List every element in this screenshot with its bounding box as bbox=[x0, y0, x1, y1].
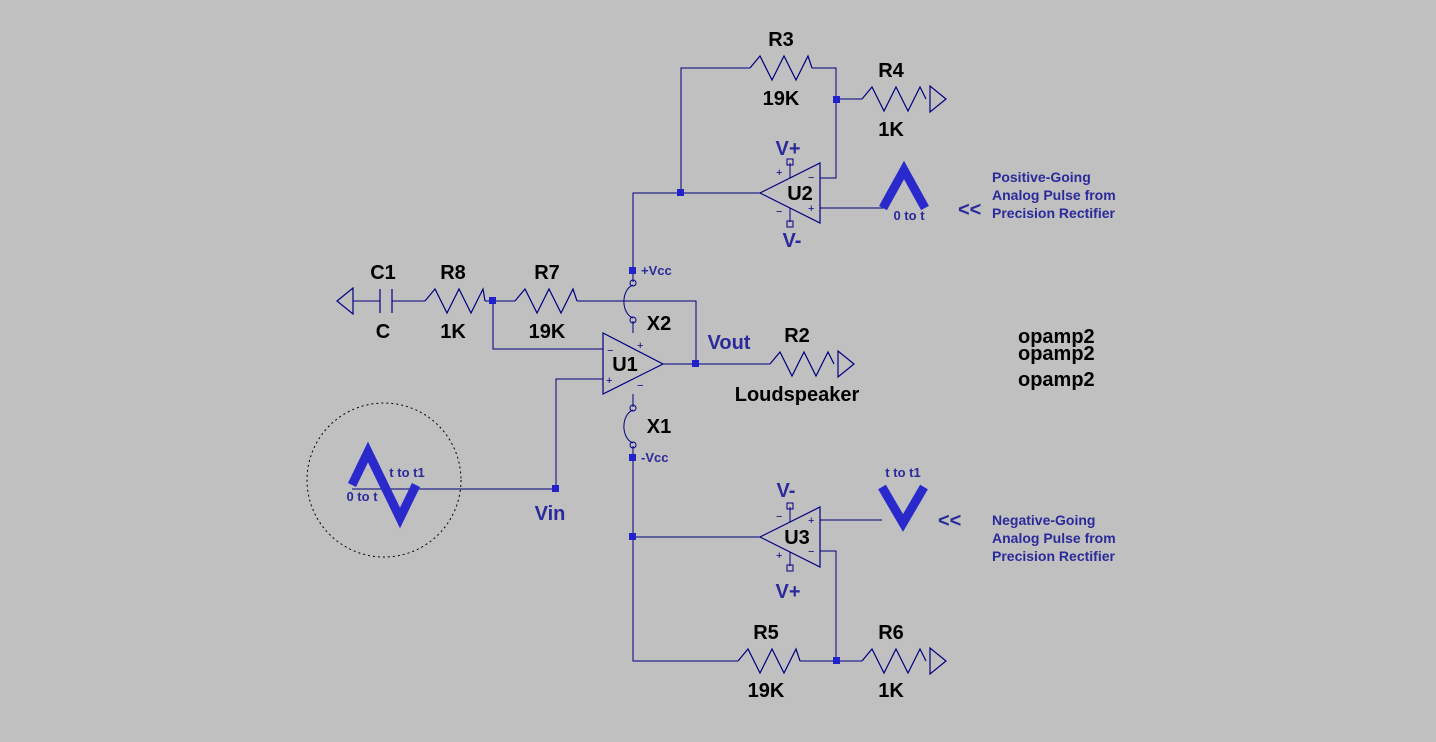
r6-value: 1K bbox=[878, 680, 904, 702]
pos-arrow: << bbox=[958, 199, 981, 221]
u3-vminus-pin bbox=[786, 502, 794, 510]
u2-vminus-pin bbox=[786, 220, 794, 228]
vin-source[interactable] bbox=[306, 402, 462, 558]
r4-value: 1K bbox=[878, 119, 904, 141]
capacitor-c1[interactable] bbox=[379, 289, 393, 313]
u3-vplus-pin bbox=[786, 564, 794, 572]
neg-note-line1: Negative-Going bbox=[992, 512, 1095, 528]
r4-ref: R4 bbox=[878, 60, 904, 82]
u1-minus-pin: − bbox=[607, 345, 613, 357]
neg-note-line3: Precision Rectifier bbox=[992, 548, 1115, 564]
ground-symbol-r4 bbox=[929, 84, 947, 114]
resistor-r7[interactable] bbox=[514, 287, 578, 315]
junctions bbox=[489, 96, 840, 664]
vin-source-label-b: t to t1 bbox=[389, 465, 424, 480]
pos-note-line1: Positive-Going bbox=[992, 169, 1091, 185]
r5-ref: R5 bbox=[753, 622, 779, 644]
x1-label: X1 bbox=[647, 416, 671, 438]
pos-note-line2: Analog Pulse from bbox=[992, 187, 1116, 203]
u2-supply-plus: + bbox=[776, 167, 782, 179]
u3-vminus-label: V- bbox=[777, 480, 796, 502]
wires bbox=[352, 67, 885, 662]
u1-plus-pin: + bbox=[606, 375, 612, 387]
c1-value: C bbox=[376, 321, 390, 343]
r3-ref: R3 bbox=[768, 29, 794, 51]
u2-supply-minus: − bbox=[776, 206, 782, 218]
resistor-r2-loudspeaker[interactable] bbox=[769, 349, 855, 379]
resistor-r5[interactable] bbox=[737, 647, 801, 675]
c1-ref: C1 bbox=[370, 262, 396, 284]
vin-net-label: Vin bbox=[535, 503, 566, 525]
opamp2-directive: opamp2 bbox=[1018, 369, 1095, 391]
u3-minus-pin: − bbox=[808, 546, 814, 558]
vin-source-label-a: 0 to t bbox=[346, 489, 378, 504]
r8-ref: R8 bbox=[440, 262, 466, 284]
u3-supply-minus: − bbox=[776, 511, 782, 523]
u2-vplus-label: V+ bbox=[775, 138, 800, 160]
u3-supply-plus: + bbox=[776, 550, 782, 562]
resistor-r4[interactable] bbox=[861, 84, 947, 114]
r7-value: 19K bbox=[529, 321, 566, 343]
r8-value: 1K bbox=[440, 321, 466, 343]
opamp2-directive: opamp2 bbox=[1018, 326, 1095, 348]
resistor-r8[interactable] bbox=[424, 287, 486, 315]
positive-pulse-source[interactable] bbox=[879, 160, 929, 211]
u1-supply-plus: + bbox=[637, 340, 643, 352]
vcc-neg-label: -Vcc bbox=[641, 450, 668, 465]
x2-label: X2 bbox=[647, 313, 671, 335]
u1-supply-minus: − bbox=[637, 380, 643, 392]
u2-minus-pin: − bbox=[808, 172, 814, 184]
vout-net-label: Vout bbox=[708, 332, 751, 354]
r7-ref: R7 bbox=[534, 262, 560, 284]
pos-note-line3: Precision Rectifier bbox=[992, 205, 1115, 221]
neg-note-line2: Analog Pulse from bbox=[992, 530, 1116, 546]
u2-plus-pin: + bbox=[808, 203, 814, 215]
vcc-pos-label: +Vcc bbox=[641, 263, 672, 278]
ground-symbol-c1 bbox=[336, 286, 354, 316]
negative-pulse-source[interactable] bbox=[878, 484, 928, 532]
u1-label: U1 bbox=[612, 354, 638, 376]
r5-value: 19K bbox=[748, 680, 785, 702]
resistor-r3[interactable] bbox=[749, 54, 813, 82]
opamp2-directive: opamp2 bbox=[1018, 343, 1095, 365]
r6-ref: R6 bbox=[878, 622, 904, 644]
r3-value: 19K bbox=[763, 88, 800, 110]
u3-label: U3 bbox=[784, 527, 810, 549]
ground-symbol-r2 bbox=[837, 349, 855, 379]
loudspeaker-label: Loudspeaker bbox=[735, 384, 860, 406]
resistor-r6[interactable] bbox=[861, 646, 947, 676]
pos-pulse-label: 0 to t bbox=[893, 208, 925, 223]
u3-vplus-label: V+ bbox=[775, 581, 800, 603]
u2-vminus-label: V- bbox=[783, 230, 802, 252]
neg-pulse-label: t to t1 bbox=[885, 465, 920, 480]
ground-symbol-r6 bbox=[929, 646, 947, 676]
u2-label: U2 bbox=[787, 183, 813, 205]
u2-vplus-pin bbox=[786, 158, 794, 166]
r2-ref: R2 bbox=[784, 325, 810, 347]
neg-arrow: << bbox=[938, 510, 961, 532]
u3-plus-pin: + bbox=[808, 515, 814, 527]
opamp-u1[interactable]: − + + − bbox=[602, 332, 665, 395]
